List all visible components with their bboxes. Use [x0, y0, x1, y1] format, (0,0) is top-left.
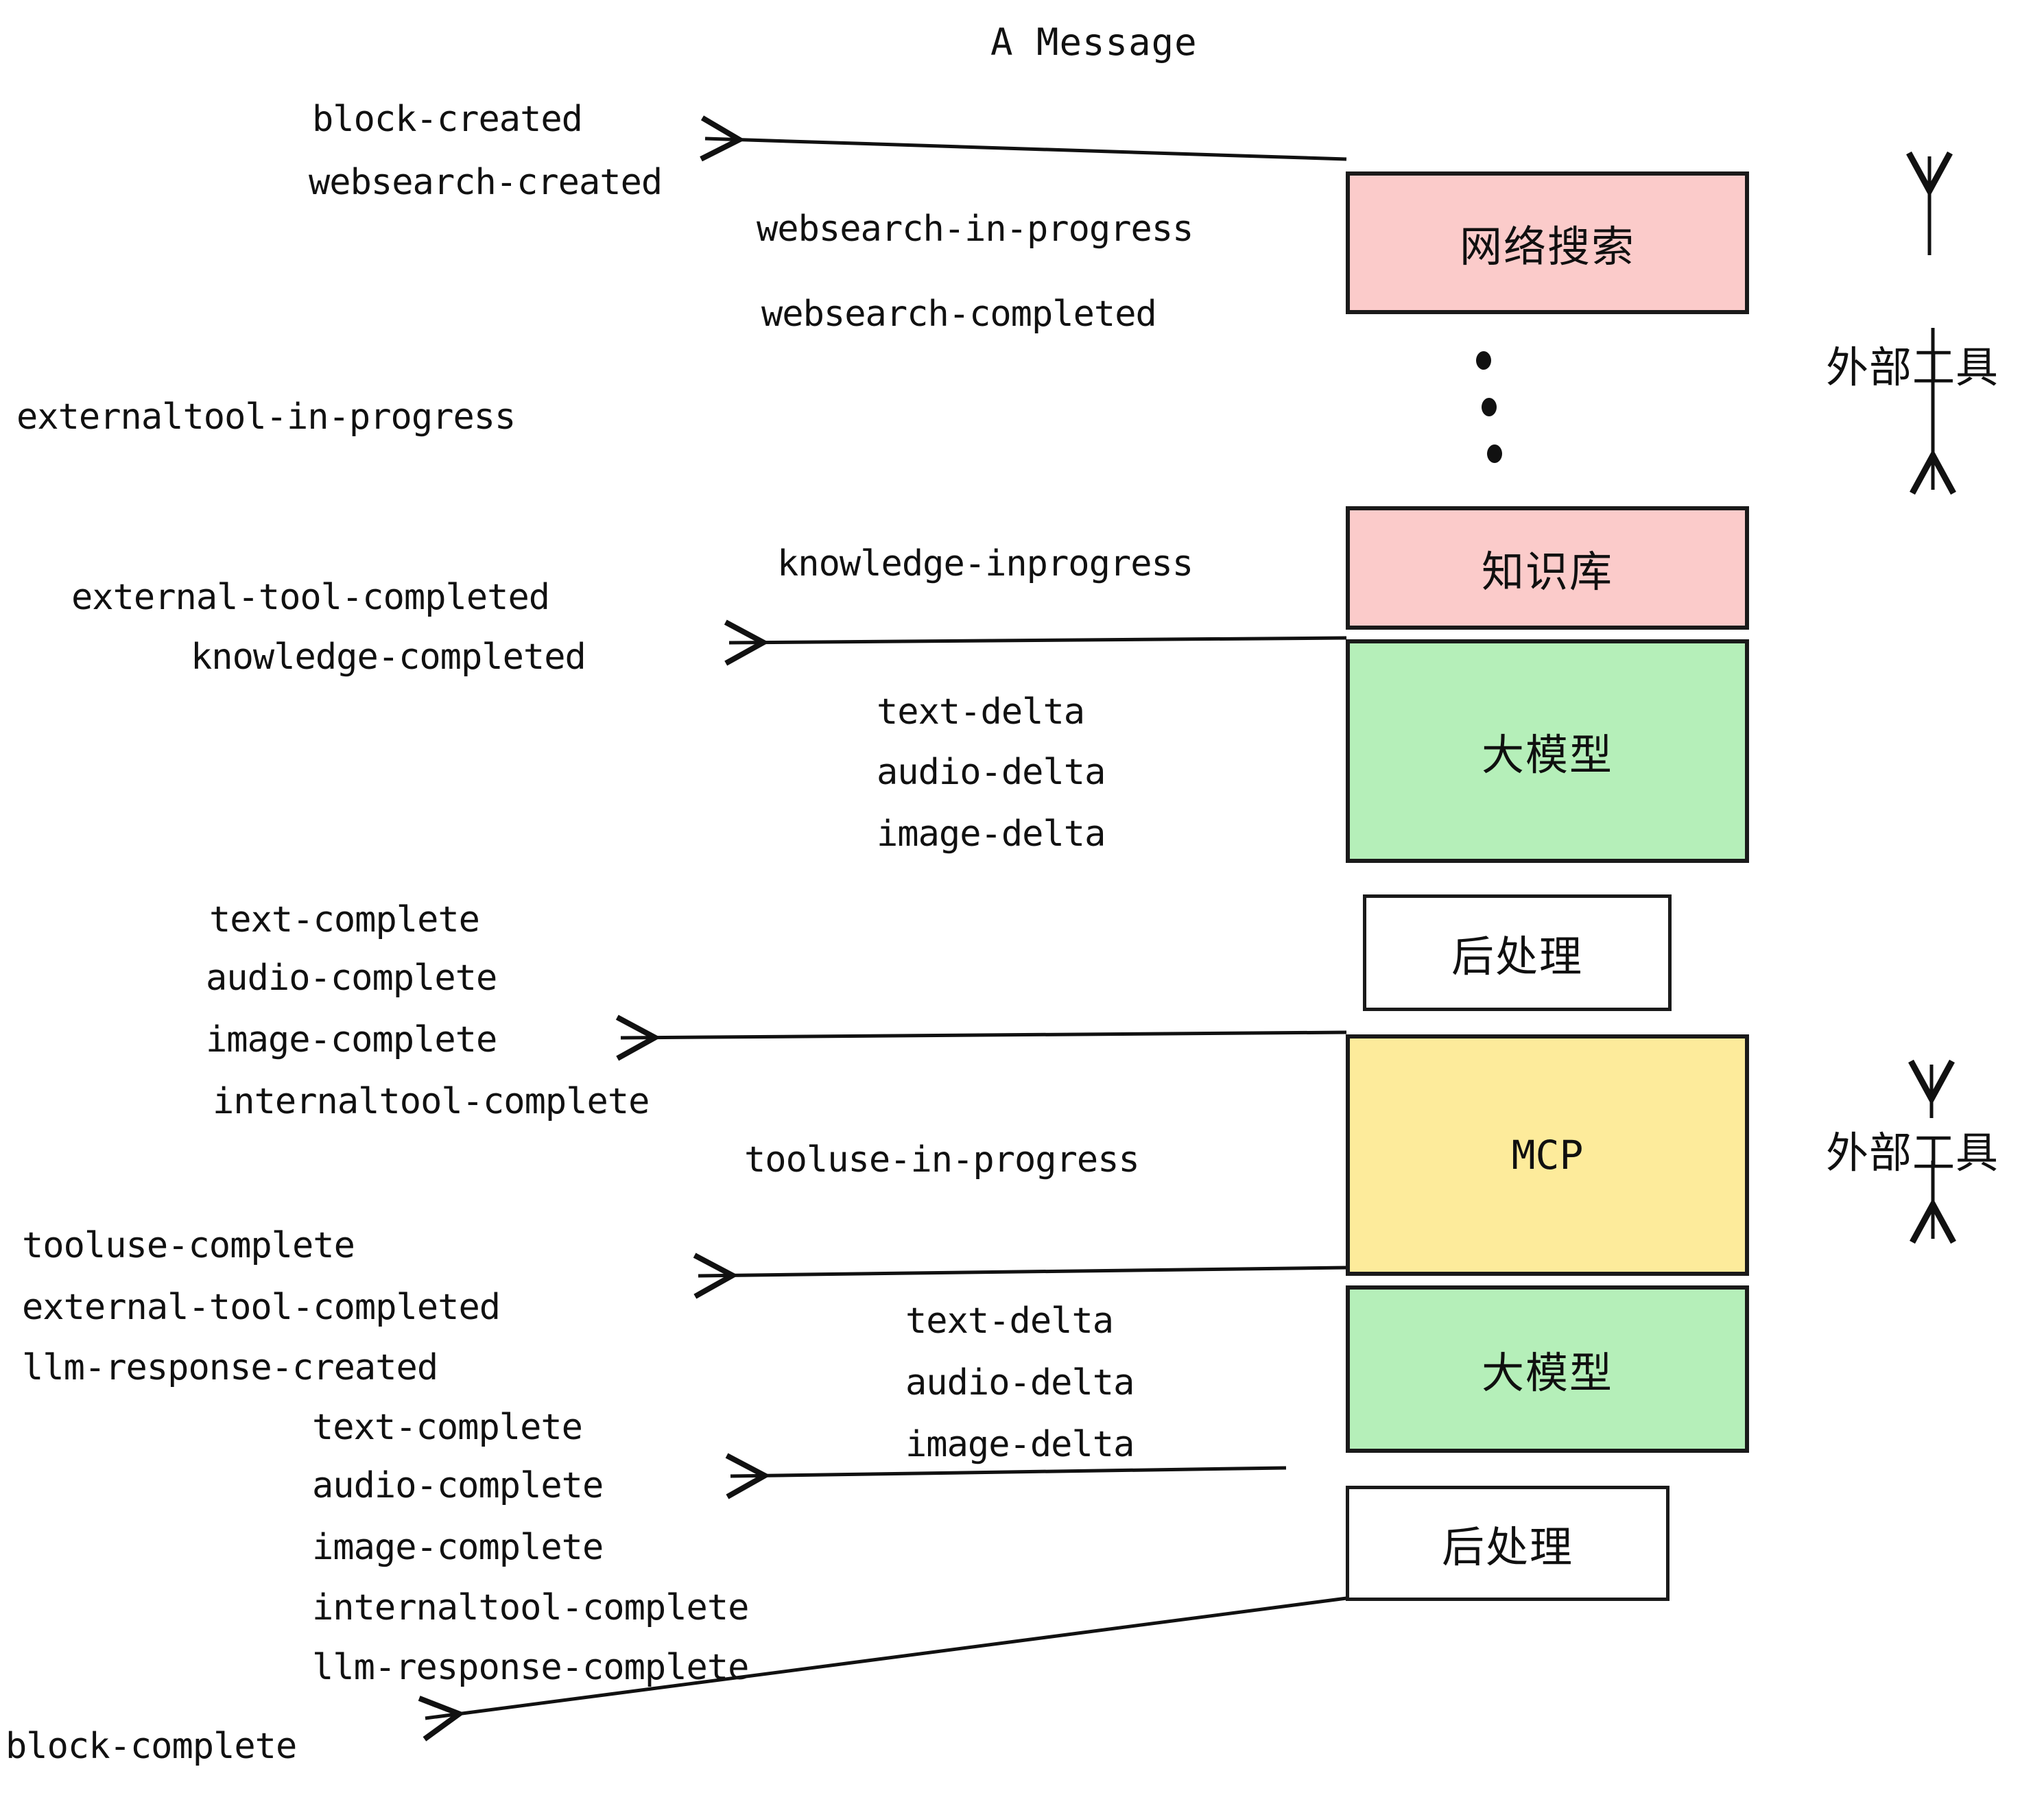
- event-label-text-complete-2: text-complete: [312, 1407, 583, 1448]
- component-box-knowledge[interactable]: 知识库: [1346, 506, 1749, 630]
- event-label-text-delta-2: text-delta: [905, 1301, 1114, 1342]
- event-label-audio-complete-2: audio-complete: [312, 1465, 604, 1506]
- group-label-external-tools-top: 外部工具: [1826, 342, 1999, 392]
- arrow-llm2-to-events: [698, 1268, 1347, 1276]
- arrow-mcp-to-events: [621, 1032, 1347, 1038]
- event-label-websearch-created: websearch-created: [309, 162, 663, 203]
- event-label-block-complete: block-complete: [5, 1726, 297, 1767]
- event-label-text-delta-1: text-delta: [877, 691, 1085, 733]
- event-label-knowledge-inprogress: knowledge-inprogress: [777, 543, 1193, 584]
- ellipsis-dot-2: [1482, 398, 1497, 416]
- event-label-image-complete-1: image-complete: [206, 1019, 497, 1060]
- event-label-llm-response-complete: llm-response-complete: [312, 1647, 749, 1688]
- component-box-postprocess-1[interactable]: 后处理: [1363, 894, 1672, 1011]
- component-box-websearch[interactable]: 网络搜索: [1346, 171, 1749, 314]
- event-label-internaltool-complete-1: internaltool-complete: [213, 1081, 650, 1122]
- event-label-tooluse-in-progress: tooluse-in-progress: [744, 1139, 1140, 1180]
- event-label-websearch-completed: websearch-completed: [761, 294, 1157, 335]
- event-label-knowledge-completed: knowledge-completed: [191, 637, 586, 678]
- event-label-image-delta-2: image-delta: [905, 1424, 1134, 1465]
- component-box-mcp[interactable]: MCP: [1346, 1034, 1749, 1276]
- component-box-llm-1[interactable]: 大模型: [1346, 639, 1749, 863]
- group-label-external-tools-mcp: 外部工具: [1826, 1128, 1999, 1178]
- event-label-internaltool-complete-2: internaltool-complete: [312, 1587, 749, 1628]
- component-box-llm-2[interactable]: 大模型: [1346, 1285, 1749, 1453]
- ellipsis-dot-1: [1476, 351, 1491, 370]
- event-label-audio-complete-1: audio-complete: [206, 958, 497, 999]
- event-label-tooluse-complete: tooluse-complete: [22, 1225, 355, 1266]
- event-label-image-delta-1: image-delta: [877, 814, 1106, 855]
- event-label-block-created: block-created: [312, 99, 583, 140]
- event-label-externaltool-in-progress: externaltool-in-progress: [16, 396, 516, 438]
- ellipsis-dot-3: [1487, 444, 1502, 463]
- event-label-websearch-in-progress: websearch-in-progress: [757, 209, 1193, 250]
- event-label-text-complete-1: text-complete: [209, 899, 480, 940]
- event-label-llm-response-created: llm-response-created: [22, 1347, 438, 1388]
- arrow-llm1-to-events: [729, 638, 1347, 643]
- event-label-external-tool-completed-1: external-tool-completed: [71, 577, 550, 618]
- component-box-postprocess-2[interactable]: 后处理: [1346, 1486, 1669, 1601]
- event-label-audio-delta-2: audio-delta: [905, 1362, 1134, 1403]
- event-label-audio-delta-1: audio-delta: [877, 752, 1106, 793]
- diagram-title: A Message: [990, 21, 1198, 64]
- event-label-external-tool-completed-2: external-tool-completed: [22, 1287, 501, 1328]
- arrow-llm2-audio-complete: [730, 1468, 1287, 1476]
- event-label-image-complete-2: image-complete: [312, 1527, 604, 1568]
- arrow-websearch-to-events: [705, 139, 1347, 159]
